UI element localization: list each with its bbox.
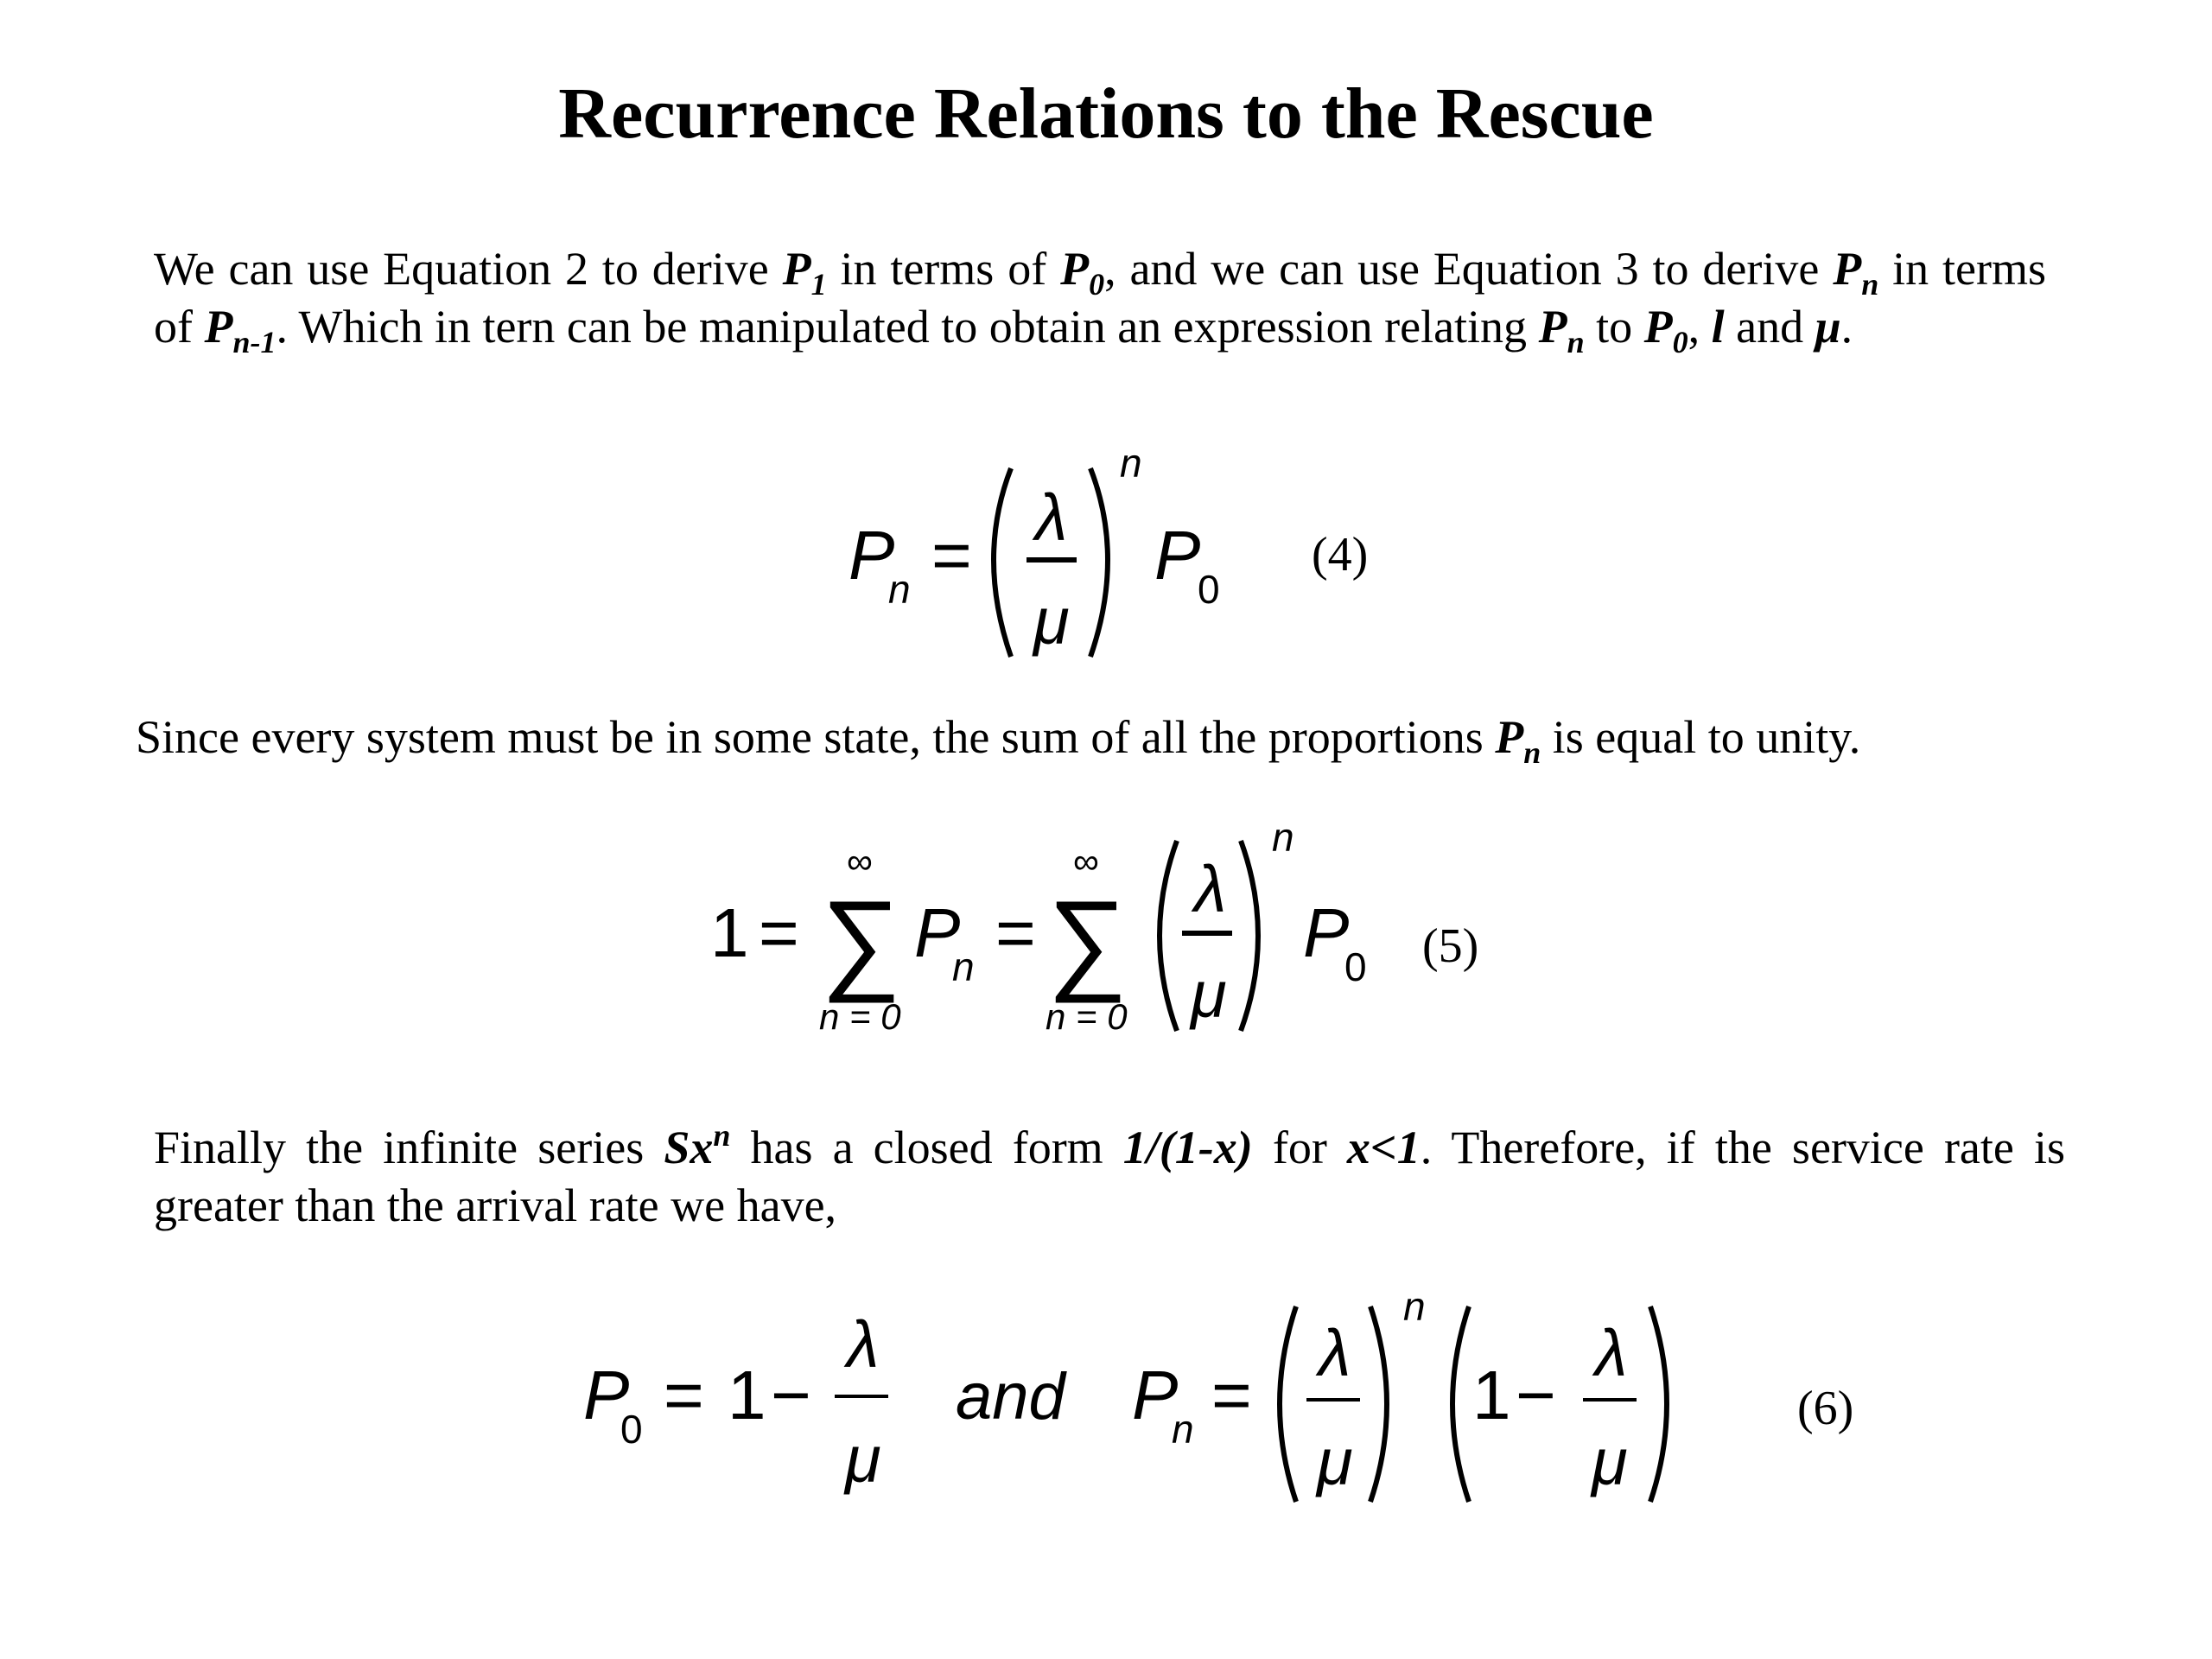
eq6-equals-2: =: [1211, 1357, 1252, 1433]
equation-5: 1 = ∞ ∑ n = 0 P n = ∞ ∑ n = 0 λ μ n P 0 …: [0, 825, 2212, 1050]
eq6-pn: P: [1132, 1357, 1178, 1433]
text: has a closed form: [730, 1122, 1123, 1173]
paragraph-sum-unity: Since every system must be in some state…: [136, 709, 2123, 768]
eq5-sum1-bottom: n = 0: [819, 996, 901, 1037]
sub: 0: [1089, 267, 1105, 302]
eq6-p0-sub: 0: [620, 1407, 643, 1452]
eq6-pn-sub: n: [1172, 1407, 1194, 1452]
var: P: [1538, 301, 1567, 353]
eq6-one-2: 1: [1472, 1357, 1511, 1433]
equation-6: P 0 = 1 − λ μ and P n = λ μ n 1 − λ μ (6: [0, 1296, 2212, 1521]
eq5-rhs: P: [1303, 894, 1349, 971]
text: for: [1252, 1122, 1347, 1173]
var: P: [1495, 711, 1524, 763]
eq6-den-3: μ: [1590, 1426, 1628, 1499]
text: in terms of: [826, 243, 1061, 295]
sub: n: [1523, 735, 1541, 770]
eq5-sum1-top: ∞: [847, 841, 873, 881]
var: P: [204, 301, 233, 353]
eq6-num-1: λ: [843, 1308, 879, 1382]
eq5-sum2-bottom: n = 0: [1046, 996, 1128, 1037]
text: Since every system must be in some state…: [136, 711, 1496, 763]
eq4-num: λ: [1032, 481, 1067, 555]
text: . Therefore, if the service rate is grea…: [154, 1122, 2065, 1231]
text: and: [1724, 301, 1815, 353]
eq4-lhs-sub: n: [888, 567, 911, 612]
eq5-p-sub: n: [952, 944, 975, 989]
eq6-minus-1: −: [771, 1357, 811, 1433]
text: is equal to unity.: [1541, 711, 1861, 763]
eq5-sum2-top: ∞: [1073, 841, 1099, 881]
eq6-and: and: [956, 1360, 1068, 1433]
eq4-lhs: P: [849, 517, 894, 594]
eq4-label: (4): [1312, 528, 1368, 582]
eq6-label: (6): [1797, 1382, 1853, 1435]
eq5-one: 1: [710, 894, 749, 971]
text: We can use Equation 2 to derive: [154, 243, 783, 295]
sup: n: [713, 1118, 731, 1153]
paragraph-infinite-series: Finally the infinite series Sxn has a cl…: [154, 1119, 2065, 1235]
eq5-den: μ: [1189, 958, 1227, 1032]
sub: 1: [810, 267, 827, 302]
sub: n: [1567, 325, 1585, 359]
equation-4: P n = λ μ n P 0 (4): [0, 449, 2212, 665]
equation-5-svg: 1 = ∞ ∑ n = 0 P n = ∞ ∑ n = 0 λ μ n P 0 …: [710, 825, 1478, 1037]
eq6-equals-1: =: [664, 1357, 704, 1433]
eq6-num-2: λ: [1315, 1317, 1351, 1390]
eq6-minus-2: −: [1516, 1357, 1556, 1433]
paragraph-derivation: We can use Equation 2 to derive P1 in te…: [154, 240, 2046, 359]
text: to: [1584, 301, 1644, 353]
eq5-equals-1: =: [759, 894, 799, 971]
text: in terms of: [154, 243, 2046, 353]
eq6-exp: n: [1403, 1296, 1426, 1329]
sub: n: [1861, 267, 1879, 302]
eq6-num-3: λ: [1592, 1317, 1627, 1390]
sub: n-1: [232, 325, 276, 359]
eq4-equals: =: [931, 517, 972, 594]
eq6-den-1: μ: [843, 1423, 881, 1497]
var: P: [782, 243, 811, 295]
eq4-rhs-sub: 0: [1198, 567, 1220, 612]
eq5-sum2: ∑: [1047, 877, 1128, 1003]
eq5-sum1: ∑: [821, 877, 901, 1003]
expr: 1/(1-x): [1122, 1122, 1253, 1173]
var: P: [1833, 243, 1862, 295]
var: P: [1060, 243, 1090, 295]
eq6-p0: P: [583, 1357, 629, 1433]
sub: 0: [1672, 325, 1688, 359]
eq5-equals-2: =: [995, 894, 1036, 971]
text: ,: [1688, 301, 1712, 353]
expr: x<1: [1346, 1122, 1421, 1173]
eq5-rhs-sub: 0: [1344, 944, 1367, 989]
eq4-den: μ: [1032, 585, 1070, 658]
eq6-den-2: μ: [1315, 1426, 1353, 1499]
slide-title: Recurrence Relations to the Rescue: [558, 73, 1654, 154]
text: Finally the infinite series: [154, 1122, 664, 1173]
var: P: [1643, 301, 1673, 353]
eq6-one-1: 1: [728, 1357, 766, 1433]
eq5-p: P: [914, 894, 960, 971]
var: μ: [1815, 301, 1841, 353]
eq4-rhs: P: [1154, 517, 1200, 594]
eq5-exp: n: [1272, 825, 1294, 860]
eq5-num: λ: [1191, 853, 1226, 926]
eq4-exp: n: [1120, 449, 1142, 486]
var: l: [1711, 301, 1725, 353]
equation-6-svg: P 0 = 1 − λ μ and P n = λ μ n 1 − λ μ (6: [583, 1296, 1853, 1503]
text: , and we can use Equation 3 to derive: [1104, 243, 1834, 295]
text: . Which in tern can be manipulated to ob…: [276, 301, 1539, 353]
text: .: [1840, 301, 1853, 353]
equation-4-svg: P n = λ μ n P 0 (4): [849, 449, 1368, 658]
eq5-label: (5): [1422, 919, 1478, 973]
var: Sx: [664, 1122, 714, 1173]
